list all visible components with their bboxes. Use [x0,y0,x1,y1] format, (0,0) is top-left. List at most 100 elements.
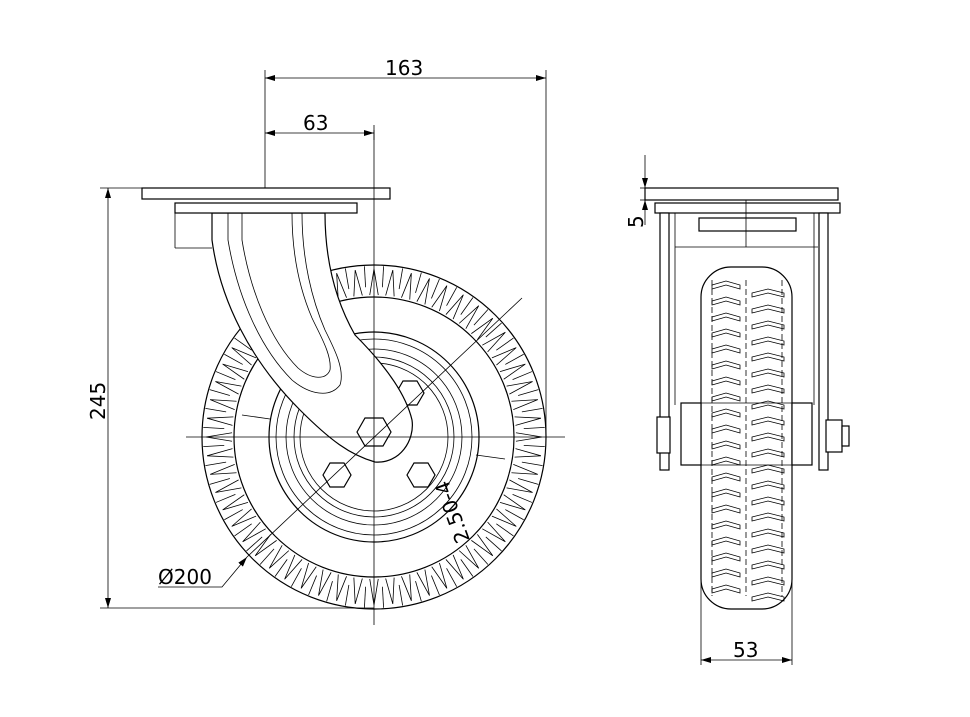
tread-groove [518,389,539,396]
tread-groove [215,371,236,380]
tread-lug [482,521,506,543]
tread-groove [512,371,533,380]
dim-53: 53 [733,638,758,662]
tread-lug [222,363,249,380]
tread-lug [206,416,234,426]
tread-groove [205,461,227,467]
tread-groove [382,586,384,608]
side-tread-lug [751,496,785,506]
tread-groove [512,494,533,503]
tread-lug [336,574,347,601]
tread-groove [473,548,489,565]
tread-groove [431,278,440,299]
tread-groove [364,586,366,608]
tread-groove [485,322,502,338]
dim-diameter-200: Ø200 [158,565,212,589]
swivel-plate [174,202,358,214]
side-tread-lug [751,288,785,298]
tread-lug [499,494,526,511]
tread-lug [416,278,430,305]
tread-groove [246,536,263,552]
bolt-hex [322,462,352,488]
dim-5: 5 [624,215,648,228]
side-tread-lug [751,544,785,554]
tread-groove [203,445,225,447]
top-plate-side [644,187,839,201]
tread-lug [491,347,517,366]
tread-groove [431,575,440,596]
tread-lug [511,399,538,410]
swivel-fork [211,212,413,463]
tread-groove [344,268,350,290]
side-tread-lug [751,512,785,522]
front-view: 2.50-4 [141,130,565,625]
tread-lug [431,285,448,312]
side-tread-lug [751,368,785,378]
tread-groove [234,523,252,537]
side-tread-lug [751,448,785,458]
tread-lug [210,399,237,410]
side-view [644,187,850,610]
front-dimensions: 163 63 245 Ø200 [86,56,547,609]
tread-groove [326,581,333,602]
axle-spacer-right [791,402,813,466]
tread-groove [496,337,514,351]
tread-groove [344,584,350,606]
tread-lug [206,448,234,458]
tread-lug [506,381,533,395]
tread-groove [523,427,545,429]
side-tread-lug [751,304,785,314]
fork-leg-right [818,212,829,471]
side-tread-lug [711,360,741,370]
tread-groove [382,266,384,288]
tread-lug [431,562,448,589]
side-tread-lug [751,560,785,570]
tread-lug [318,569,332,596]
tread-lug [401,574,412,601]
tread-lug [458,305,480,329]
tread-groove [496,523,514,537]
tread-lug [445,554,464,580]
tread-groove [364,266,366,288]
tread-lug [210,464,237,475]
tread-groove [415,581,422,602]
side-tread-lug [751,480,785,490]
tread-lug [222,494,249,511]
side-tread-lug [751,384,785,394]
side-tread-lug [751,400,785,410]
side-tread-lug [751,336,785,346]
side-tread-lug [711,584,741,594]
tread-groove [505,509,524,521]
dim-163: 163 [385,56,423,80]
tread-lug [215,479,242,493]
tread-lug [353,269,363,297]
tread-groove [523,445,545,447]
tread-lug [254,534,277,557]
tire-side [700,266,793,610]
tread-groove [274,559,288,577]
tread-lug [471,317,494,340]
tread-lug [231,508,257,527]
tread-groove [209,478,230,485]
side-tread-lug [751,432,785,442]
tread-lug [353,577,363,605]
tread-lug [482,331,506,353]
tread-lug [268,545,290,569]
tread-lug [514,448,542,458]
side-tread-lug [711,296,741,306]
tread-groove [290,568,302,587]
top-plate [141,187,391,200]
bolt-hex [406,462,436,488]
nut [825,419,843,453]
tread-lug [458,545,480,569]
tread-lug [499,363,526,380]
tread-groove [485,536,502,552]
tread-lug [231,347,257,366]
side-tread [711,280,785,602]
tread-lug [385,577,395,605]
tread-groove [521,407,543,413]
tread-groove [209,389,230,396]
tread-groove [518,478,539,485]
side-tread-lug [751,320,785,330]
